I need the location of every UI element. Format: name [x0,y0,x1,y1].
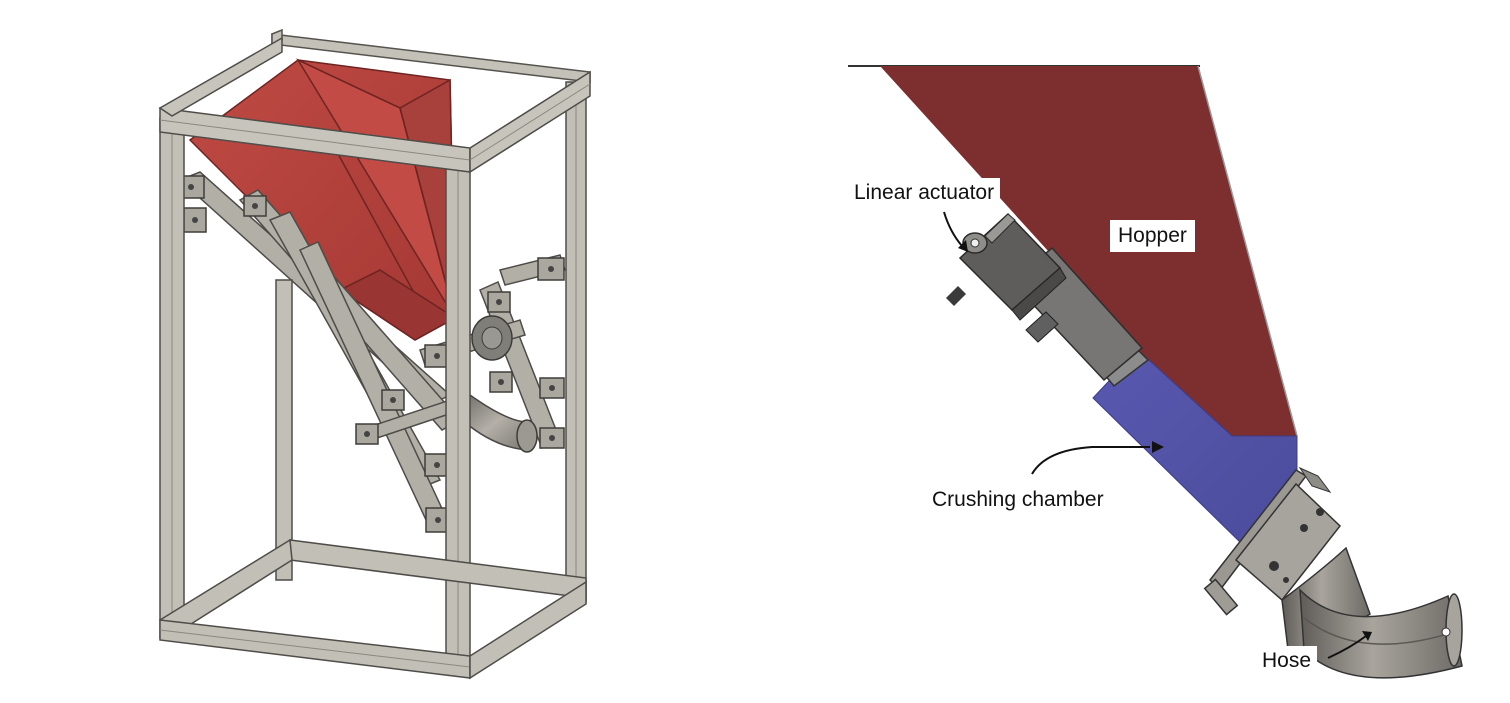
arrowhead-crushing-chamber [1152,441,1164,453]
arrow-hose [1327,635,1367,659]
annotated-section-view [848,65,1463,679]
hose-section [1281,546,1463,679]
frame-posts [159,81,587,671]
leader-arrows [943,211,1372,659]
label-hopper: Hopper [1110,220,1195,252]
arrowhead-hose [1362,631,1372,641]
arrowhead-linear-actuator [958,240,968,252]
label-linear-actuator: Linear actuator [848,178,1001,208]
isometric-machine-view [158,28,591,680]
frame-bottom [158,538,587,680]
frame-top-front [158,36,591,174]
linear-actuator [946,212,1150,388]
motor [471,315,513,361]
outlet-flange [1203,466,1342,616]
arrow-crushing-chamber [1031,446,1150,475]
hopper-edge [1197,65,1298,437]
bracket-bolts [188,184,555,523]
arrow-linear-actuator [943,211,963,247]
label-hose: Hose [1256,646,1318,676]
hopper-section [880,66,1297,436]
label-crushing-chamber: Crushing chamber [926,485,1110,515]
hose-elbow-3d [461,393,538,453]
